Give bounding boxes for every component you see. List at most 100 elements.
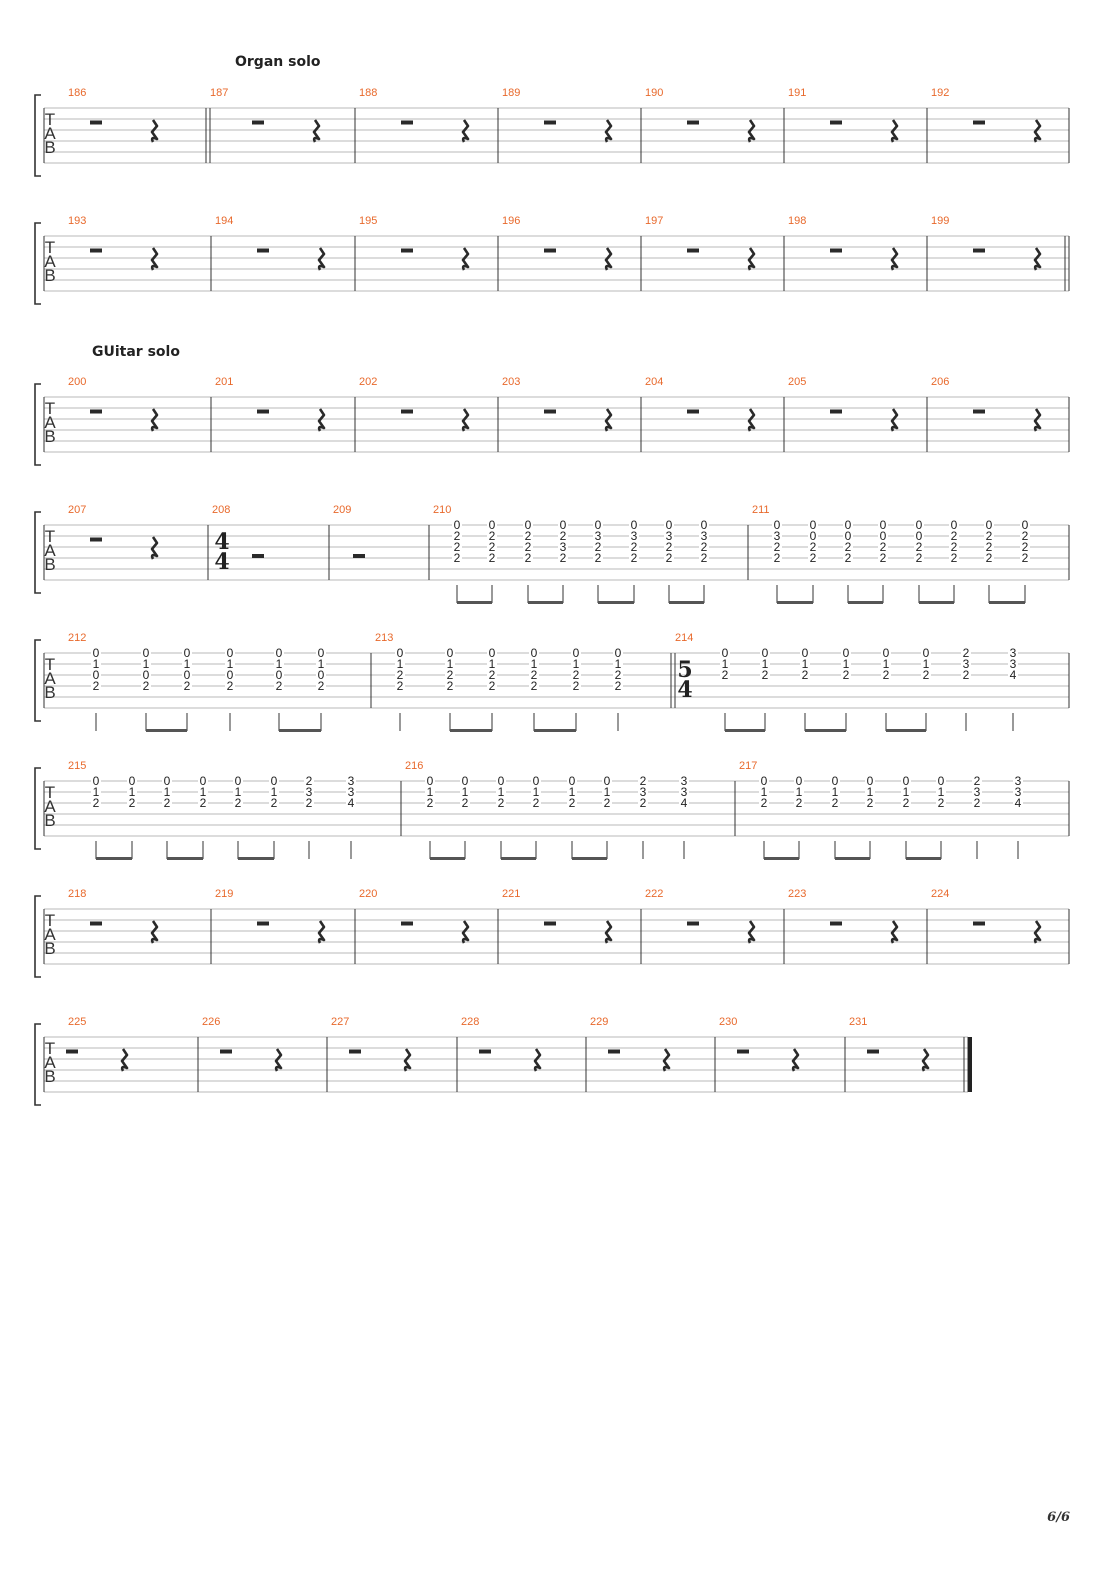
fret-number: 0 <box>762 646 769 660</box>
half-rest <box>544 120 556 125</box>
fret-bg <box>760 658 770 670</box>
note-beam <box>238 857 274 860</box>
fret-bg <box>593 530 603 542</box>
fret-number: 1 <box>93 657 100 671</box>
fret-bg <box>699 552 709 564</box>
fret-bg <box>949 530 959 542</box>
measure: 223 <box>788 888 899 944</box>
fret-bg <box>558 519 568 531</box>
fret-bg <box>800 647 810 659</box>
fret-number: 0 <box>489 646 496 660</box>
fret-number: 0 <box>604 774 611 788</box>
note-beam <box>279 729 321 732</box>
tab-clef-letter: A <box>44 252 56 271</box>
measure-number: 206 <box>931 376 949 388</box>
fret-bg <box>830 786 840 798</box>
measure-number: 200 <box>68 376 86 388</box>
fret-number: 2 <box>560 551 567 565</box>
quarter-rest <box>150 408 159 432</box>
fret-bg <box>914 552 924 564</box>
time-signature-bottom: 4 <box>214 549 229 575</box>
fret-number: 0 <box>832 774 839 788</box>
tab-clef-letter: T <box>45 399 55 418</box>
fret-bg <box>808 519 818 531</box>
fret-bg <box>162 775 172 787</box>
fret-bg <box>445 647 455 659</box>
quarter-rest <box>747 247 756 271</box>
fret-bg <box>445 669 455 681</box>
fret-bg <box>529 647 539 659</box>
fret-number: 0 <box>143 646 150 660</box>
measure-number: 196 <box>502 215 520 227</box>
fret-number: 2 <box>306 796 313 810</box>
fret-number: 0 <box>938 774 945 788</box>
note-beam <box>848 601 883 604</box>
note-beam <box>534 729 576 732</box>
half-rest <box>90 537 102 542</box>
fret-number: 1 <box>129 785 136 799</box>
fret-bg <box>843 552 853 564</box>
fret-number: 2 <box>427 796 434 810</box>
fret-bg <box>487 519 497 531</box>
fret-number: 2 <box>489 551 496 565</box>
fret-number: 0 <box>93 774 100 788</box>
fret-number: 2 <box>986 540 993 554</box>
fret-number: 2 <box>832 796 839 810</box>
half-rest <box>830 921 842 926</box>
fret-bg <box>830 775 840 787</box>
quarter-rest <box>150 920 159 944</box>
fret-bg <box>395 669 405 681</box>
measure-number: 187 <box>210 87 228 99</box>
fret-bg <box>91 786 101 798</box>
half-rest <box>737 1049 749 1054</box>
system-bracket <box>34 1023 41 1106</box>
tab-system: TAB2120102010201020102010201022130122012… <box>34 632 1070 732</box>
note-beam <box>919 601 954 604</box>
fret-bg <box>638 775 648 787</box>
fret-number: 2 <box>774 540 781 554</box>
measure-number: 188 <box>359 87 377 99</box>
fret-number: 2 <box>951 529 958 543</box>
fret-number: 2 <box>810 540 817 554</box>
fret-number: 2 <box>525 551 532 565</box>
fret-bg <box>800 658 810 670</box>
fret-number: 2 <box>883 668 890 682</box>
measure-number: 201 <box>215 376 233 388</box>
fret-bg <box>425 786 435 798</box>
half-rest <box>257 248 269 253</box>
fret-bg <box>878 552 888 564</box>
fret-bg <box>629 541 639 553</box>
fret-bg <box>529 669 539 681</box>
fret-bg <box>720 669 730 681</box>
measure-number: 191 <box>788 87 806 99</box>
fret-bg <box>274 647 284 659</box>
measure: 205 <box>788 376 899 432</box>
quarter-rest <box>1033 247 1042 271</box>
measure-number: 193 <box>68 215 86 227</box>
fret-bg <box>127 797 137 809</box>
fret-bg <box>602 775 612 787</box>
fret-bg <box>162 797 172 809</box>
quarter-rest <box>1033 119 1042 143</box>
fret-bg <box>558 530 568 542</box>
fret-number: 0 <box>916 518 923 532</box>
system-bracket <box>34 767 41 850</box>
fret-bg <box>843 519 853 531</box>
fret-bg <box>269 797 279 809</box>
fret-number: 2 <box>938 796 945 810</box>
quarter-rest <box>747 920 756 944</box>
half-rest <box>90 120 102 125</box>
fret-number: 1 <box>227 657 234 671</box>
fret-bg <box>571 658 581 670</box>
fret-number: 0 <box>880 518 887 532</box>
fret-bg <box>841 658 851 670</box>
fret-number: 1 <box>143 657 150 671</box>
fret-bg <box>759 797 769 809</box>
measure-number: 216 <box>405 760 423 772</box>
fret-bg <box>91 658 101 670</box>
fret-bg <box>198 786 208 798</box>
